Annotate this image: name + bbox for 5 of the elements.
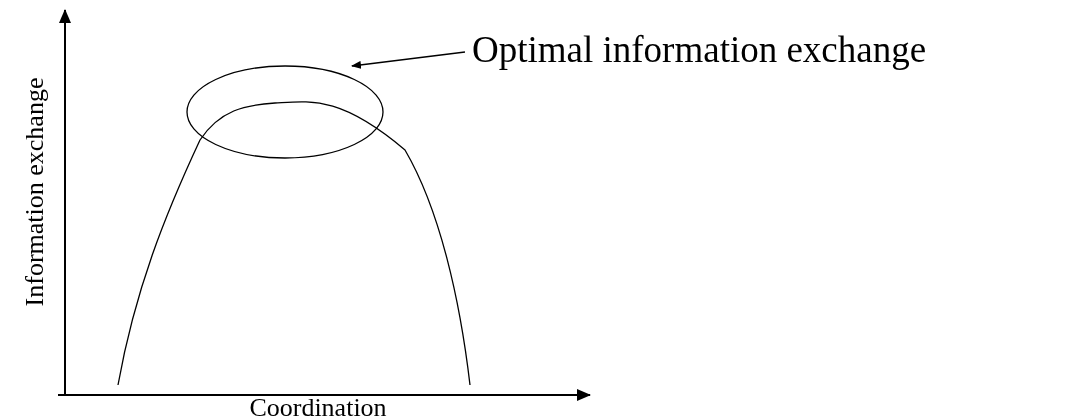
axis-label: Information exchange [20,77,50,307]
callout-text: Optimal information exchange [472,28,927,71]
axis-label: Coordination [249,393,387,417]
arrow [351,51,466,69]
highlight-ellipse [186,65,384,159]
